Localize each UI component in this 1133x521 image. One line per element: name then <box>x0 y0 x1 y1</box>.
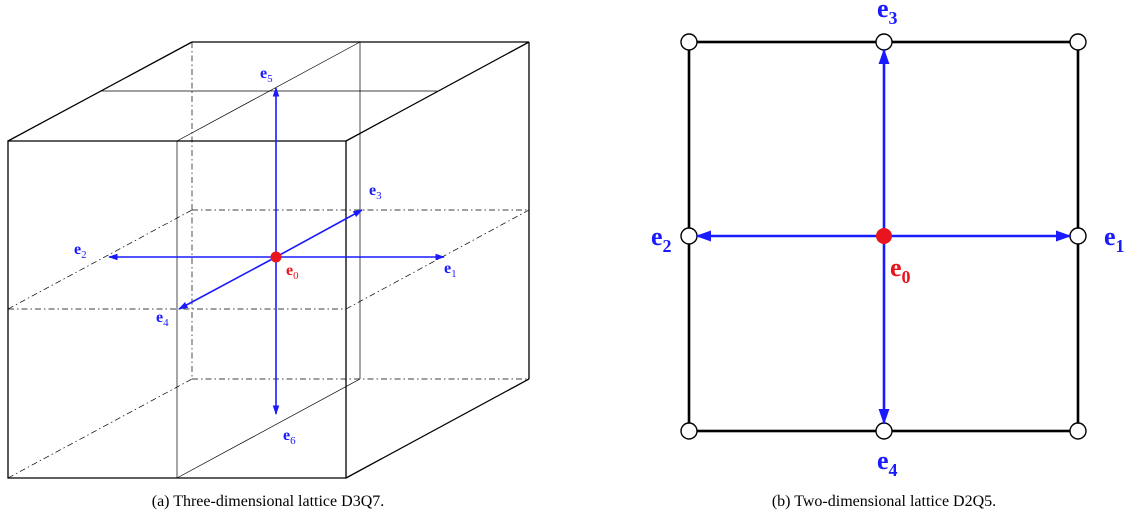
cube-edges <box>7 41 530 479</box>
d3q7-label-e1: e1 <box>444 260 457 280</box>
d3q7-label-e5: e5 <box>260 65 273 85</box>
node-mid-left <box>680 227 698 245</box>
cube-edge-top-right <box>345 41 530 142</box>
node-bottom-right <box>1069 422 1087 440</box>
d2q5-label-e4: e4 <box>877 446 898 480</box>
d3q7-label-e6: e6 <box>283 427 296 447</box>
node-mid-right <box>1069 227 1087 245</box>
d3q7-label-e4: e4 <box>156 309 169 329</box>
d3q7-caption: (a) Three-dimensional lattice D3Q7. <box>152 493 385 510</box>
node-top-right <box>1069 33 1087 51</box>
d2q5-nodes <box>680 33 1087 440</box>
node-top-left <box>680 33 698 51</box>
d3q7-label-e0: e0 <box>286 262 299 282</box>
d3q7-label-e2: e2 <box>74 241 87 261</box>
d3q7-vectors <box>108 87 445 415</box>
vector-e3-arrow <box>275 209 363 258</box>
d3q7-panel: e0 e1 e2 e3 e4 e5 e6 (a) Three-dimension… <box>7 41 530 510</box>
d2q5-label-e1: e1 <box>1104 222 1125 256</box>
d2q5-caption: (b) Two-dimensional lattice D2Q5. <box>772 493 996 510</box>
node-bottom-mid <box>875 422 893 440</box>
d2q5-panel: e0 e1 e2 e3 e4 (b) Two-dimensional latti… <box>651 0 1125 510</box>
d2q5-center-node <box>876 228 892 244</box>
d3q7-label-e3: e3 <box>369 182 382 202</box>
cube-edge-bottom-right <box>345 378 530 479</box>
d2q5-label-e3: e3 <box>877 0 898 28</box>
cube-edge-top-left <box>7 41 193 142</box>
d2q5-label-e0: e0 <box>890 253 911 287</box>
mid-plane-solid <box>100 41 437 479</box>
d2q5-label-e2: e2 <box>651 222 672 256</box>
node-bottom-left <box>680 422 698 440</box>
d2q5-vectors <box>695 48 1072 425</box>
d3q7-center-node <box>270 251 282 263</box>
node-top-mid <box>875 33 893 51</box>
vector-e4-arrow <box>178 256 277 310</box>
